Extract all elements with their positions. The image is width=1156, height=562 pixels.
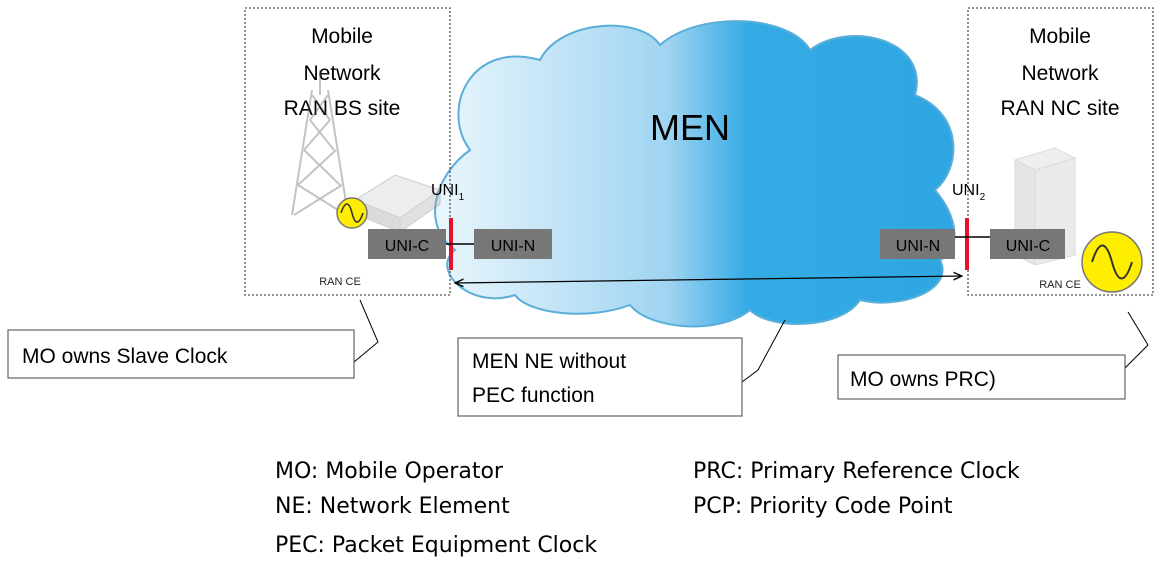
slave-clock-icon (336, 197, 368, 229)
legend-ne: NE: Network Element (275, 494, 510, 519)
right-site-title-line2: Network (1021, 62, 1099, 85)
right-site-title-line1: Mobile (1029, 25, 1091, 48)
legend-prc: PRC: Primary Reference Clock (693, 459, 1020, 484)
span-arrow (455, 276, 962, 283)
callout-men-ne-line2: PEC function (472, 384, 595, 407)
left-uni-c-box (368, 229, 446, 259)
cell-tower-icon (291, 70, 349, 216)
right-site-border (967, 7, 1154, 296)
right-uni-n-label: UNI-N (896, 238, 940, 255)
left-ce-label: RAN CE (319, 276, 361, 288)
callout-slave-text: MO owns Slave Clock (22, 345, 228, 368)
legend-pcp: PCP: Priority Code Point (693, 494, 953, 519)
callout-prc-text: MO owns PRC) (850, 368, 996, 391)
uni2-label: UNI2 (952, 182, 986, 203)
left-uni-c-label: UNI-C (385, 238, 429, 255)
callout-slave-clock: MO owns Slave Clock (7, 299, 379, 379)
left-uni-n-box (474, 229, 552, 259)
callout-prc: MO owns PRC) (837, 311, 1149, 400)
left-uni-n-label: UNI-N (491, 238, 535, 255)
base-station-icon (353, 174, 442, 233)
uni2-marker: UNI2 (952, 182, 986, 270)
right-uni-n-box (880, 229, 955, 259)
left-site-title-line2: Network (303, 62, 381, 85)
left-site: Mobile Network RAN BS site (244, 7, 451, 296)
right-uni-c-label: UNI-C (1006, 238, 1050, 255)
men-cloud: MEN (434, 20, 956, 328)
right-site: Mobile Network RAN NC site UNI-C RAN CE (967, 7, 1154, 296)
uni1-label: UNI1 (431, 182, 465, 203)
legend-mo: MO: Mobile Operator (275, 459, 504, 484)
callout-men-ne: MEN NE without PEC function (457, 319, 786, 417)
right-uni-c-box (990, 229, 1065, 259)
left-site-title-line3: RAN BS site (284, 97, 401, 120)
callout-men-ne-line1: MEN NE without (472, 350, 626, 373)
cloud-label: MEN (650, 107, 730, 148)
left-site-title-line1: Mobile (311, 25, 373, 48)
prc-clock-icon (1081, 231, 1143, 293)
left-site-border (244, 7, 451, 296)
legend-pec: PEC: Packet Equipment Clock (275, 533, 597, 558)
right-ce-label: RAN CE (1039, 279, 1081, 291)
legend: MO: Mobile Operator NE: Network Element … (275, 459, 1020, 558)
right-site-title-line3: RAN NC site (1000, 97, 1119, 120)
